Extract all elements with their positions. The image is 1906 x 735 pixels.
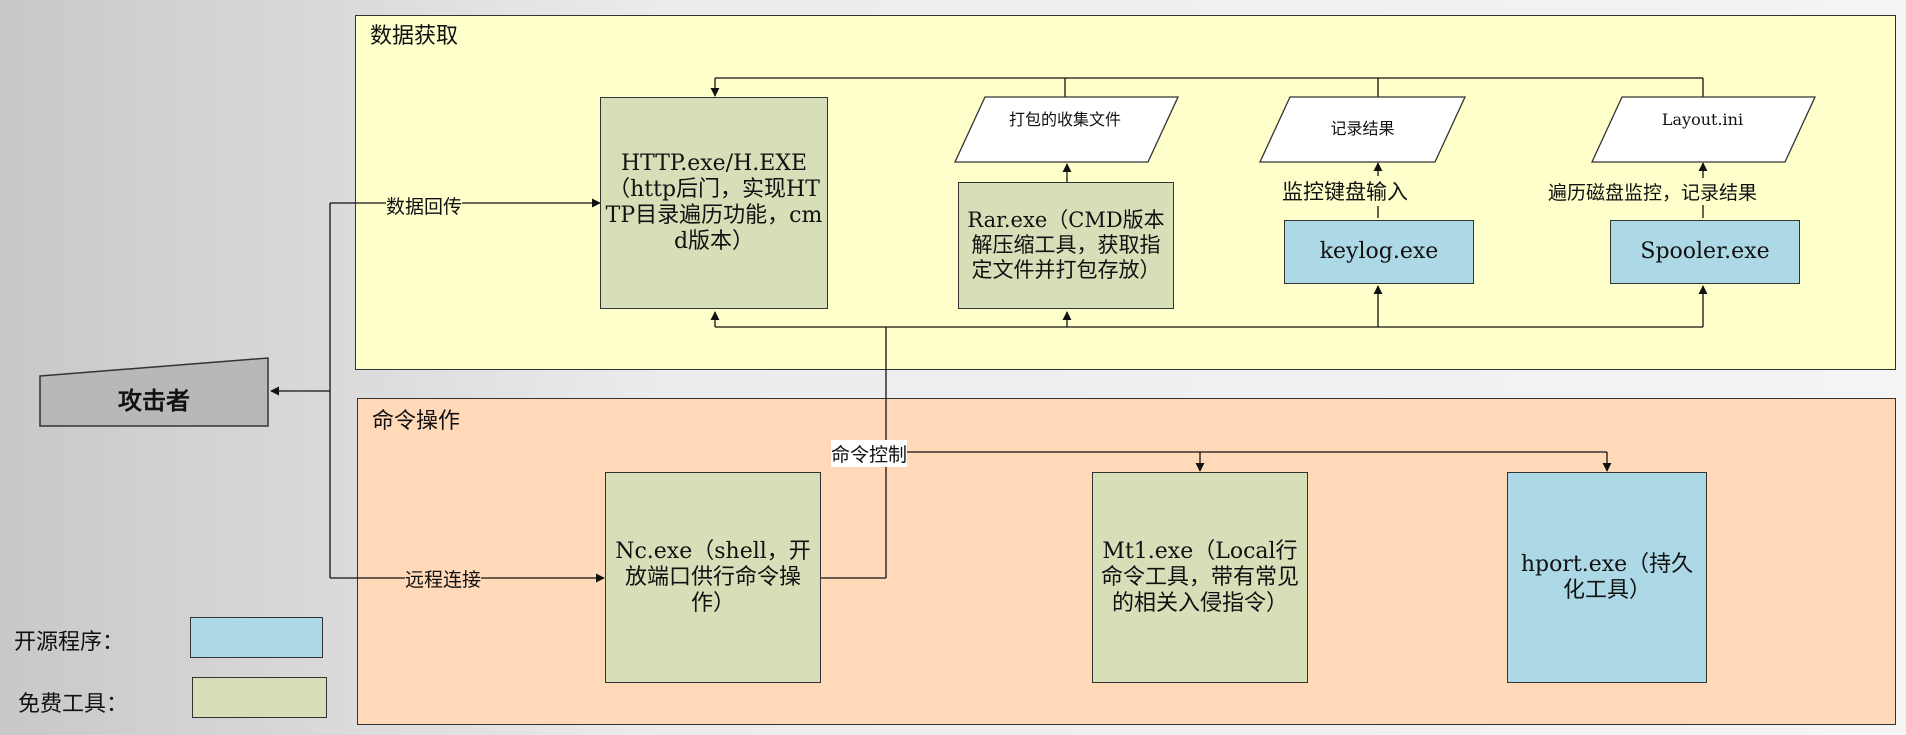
rar-output-shape [953, 96, 1180, 163]
keylog-output-text: 记录结果 [1330, 119, 1395, 138]
legend-free-tool-swatch [192, 677, 327, 718]
data-return-label: 数据回传 [386, 192, 463, 219]
remote-connect-label: 远程连接 [405, 565, 482, 592]
spooler-exe-box: Spooler.exe [1610, 220, 1800, 284]
legend-open-source-label: 开源程序： [14, 630, 125, 655]
http-exe-box: HTTP.exe/H.EXE（http后门，实现HTTP目录遍历功能，cmd版本… [600, 97, 828, 309]
command-operation-title: 命令操作 [372, 409, 461, 434]
nc-exe-box: Nc.exe（shell，开放端口供行命令操作） [605, 472, 821, 683]
data-acquisition-title: 数据获取 [370, 24, 459, 49]
rar-exe-box: Rar.exe（CMD版本解压缩工具，获取指定文件并打包存放） [958, 182, 1174, 309]
hport-exe-box: hport.exe（持久化工具） [1507, 472, 1707, 683]
mt1-exe-box: Mt1.exe（Local行命令工具，带有常见的相关入侵指令） [1092, 472, 1308, 683]
attacker-shape [39, 357, 269, 427]
spooler-output-text: Layout.ini [1661, 110, 1744, 129]
legend-free-tool-label: 免费工具： [18, 692, 129, 717]
spooler-annotation: 遍历磁盘监控，记录结果 [1548, 178, 1758, 205]
rar-output-text: 打包的收集文件 [1008, 110, 1121, 129]
attacker-label: 攻击者 [118, 386, 190, 415]
keylog-output-shape [1258, 96, 1467, 163]
keylog-exe-box: keylog.exe [1284, 220, 1474, 284]
spooler-output-shape [1590, 96, 1817, 163]
command-control-label: 命令控制 [831, 440, 908, 467]
keylog-annotation: 监控键盘输入 [1282, 176, 1408, 206]
legend-open-source-swatch [190, 617, 323, 658]
